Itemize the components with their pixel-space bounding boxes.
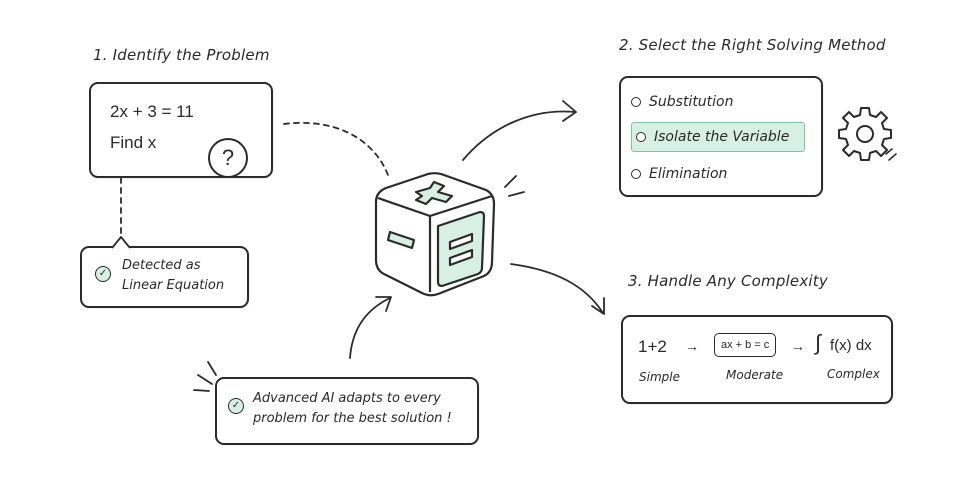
detected-line1: Detected as xyxy=(122,258,201,273)
check-icon: ✓ xyxy=(95,261,111,282)
dashed-connector-problem-to-cube xyxy=(283,122,389,176)
step2-heading: 2. Select the Right Solving Method xyxy=(619,36,886,54)
bubble-tail xyxy=(111,236,131,249)
question-icon: ? xyxy=(208,138,248,178)
solver-cube-icon xyxy=(374,172,496,297)
arrow-to-method xyxy=(462,110,576,161)
step1-heading: 1. Identify the Problem xyxy=(93,46,270,64)
moderate-label: Moderate xyxy=(726,368,784,382)
ai-note-card: ✓ Advanced AI adapts to every problem fo… xyxy=(215,377,479,445)
gear-icon xyxy=(838,107,897,161)
simple-label: Simple xyxy=(639,370,680,384)
integral-sign: ∫ xyxy=(815,330,822,355)
detected-bubble: ✓ Detected as Linear Equation xyxy=(80,246,249,308)
method-substitution[interactable]: Substitution xyxy=(627,88,734,116)
arrow-glyph: → xyxy=(791,338,805,354)
arrow-from-ai-note xyxy=(349,297,391,359)
complex-label: Complex xyxy=(827,367,880,381)
radio-icon xyxy=(636,132,646,142)
method-label: Elimination xyxy=(649,166,728,182)
complex-expression: f(x) dx xyxy=(830,337,872,354)
question-mark-glyph: ? xyxy=(221,145,235,170)
moderate-expression: ax + b = c xyxy=(714,333,777,357)
method-label: Substitution xyxy=(649,94,734,110)
method-isolate-variable[interactable]: Isolate the Variable xyxy=(631,122,805,152)
radio-icon xyxy=(631,97,641,107)
method-elimination[interactable]: Elimination xyxy=(627,160,727,188)
check-icon: ✓ xyxy=(228,393,244,414)
radio-icon xyxy=(631,169,641,179)
equation-text: 2x + 3 = 11 xyxy=(110,102,194,121)
task-text: Find x xyxy=(110,133,157,152)
problem-card: 2x + 3 = 11 Find x xyxy=(89,82,273,178)
detected-line2: Linear Equation xyxy=(122,278,225,293)
method-card: Substitution Isolate the Variable Elimin… xyxy=(619,76,823,197)
ai-note-line2: problem for the best solution ! xyxy=(253,411,452,426)
method-label: Isolate the Variable xyxy=(654,129,790,145)
complexity-card: 1+2 → ax + b = c → ∫ f(x) dx Simple Mode… xyxy=(621,315,893,404)
arrow-glyph: → xyxy=(685,338,699,354)
simple-expression: 1+2 xyxy=(638,337,667,356)
arrow-to-complexity xyxy=(510,263,604,314)
ai-note-line1: Advanced AI adapts to every xyxy=(253,391,441,406)
step3-heading: 3. Handle Any Complexity xyxy=(628,272,828,290)
